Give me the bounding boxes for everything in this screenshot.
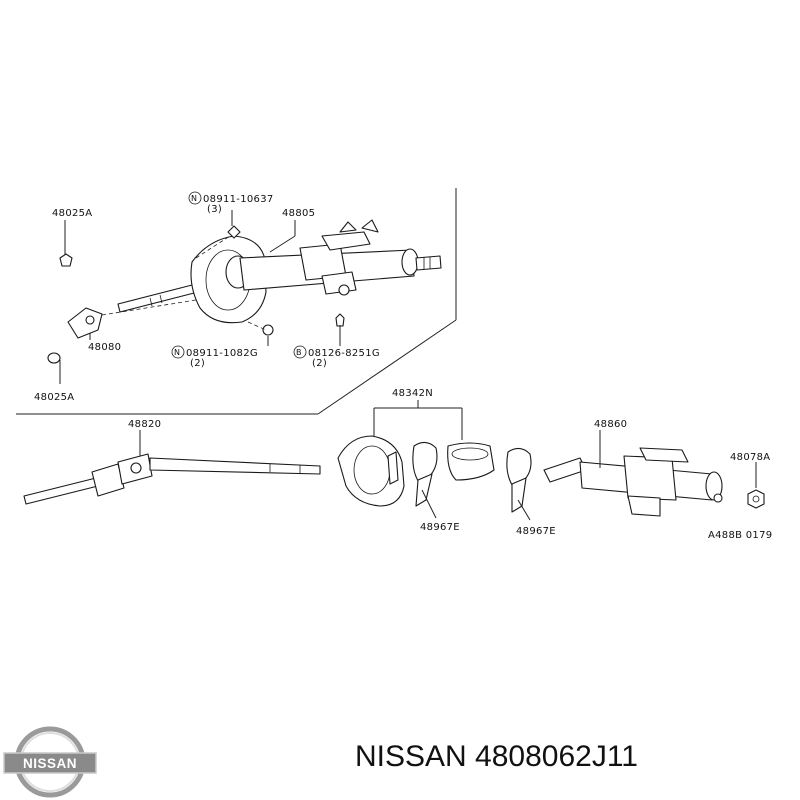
labels-upper: 48025A N 08911-10637 (3) 48805 48080 N 0… [34,191,380,403]
label-qty-2a: (2) [190,358,205,369]
steering-column-48805 [117,219,442,336]
logo-wordmark: NISSAN [23,756,77,771]
part-number-title: NISSAN 4808062J11 [355,740,638,773]
label-48080: 48080 [88,342,121,353]
cover-48342N: 48342N 48967E 48967E [337,388,556,537]
inset-frame [16,188,457,415]
label-qty-2b: (2) [312,358,327,369]
circle-b: B [296,348,302,357]
circle-n-2: N [174,348,180,357]
label-reference-code: A488B 0179 [708,530,772,541]
nissan-logo: NISSAN [3,726,97,798]
label-08911-1082G: 08911-1082G [186,348,258,359]
lower-shaft-48820: 48820 [23,419,321,505]
label-48805: 48805 [282,208,315,219]
label-48078A: 48078A [730,452,770,463]
label-08911-10637: 08911-10637 [203,194,274,205]
label-48967E-b: 48967E [516,526,556,537]
label-08126-8251G: 08126-8251G [308,348,380,359]
label-48967E-a: 48967E [420,522,460,533]
joint-48080 [47,253,103,364]
label-48342N: 48342N [392,388,433,399]
label-48860: 48860 [594,419,627,430]
label-48025A-bottom: 48025A [34,392,74,403]
label-48820: 48820 [128,419,161,430]
column-48860: 48860 48078A A488B 0179 [543,419,772,541]
circle-n-1: N [191,194,197,203]
label-qty-3: (3) [207,204,222,215]
label-48025A-top: 48025A [52,208,92,219]
